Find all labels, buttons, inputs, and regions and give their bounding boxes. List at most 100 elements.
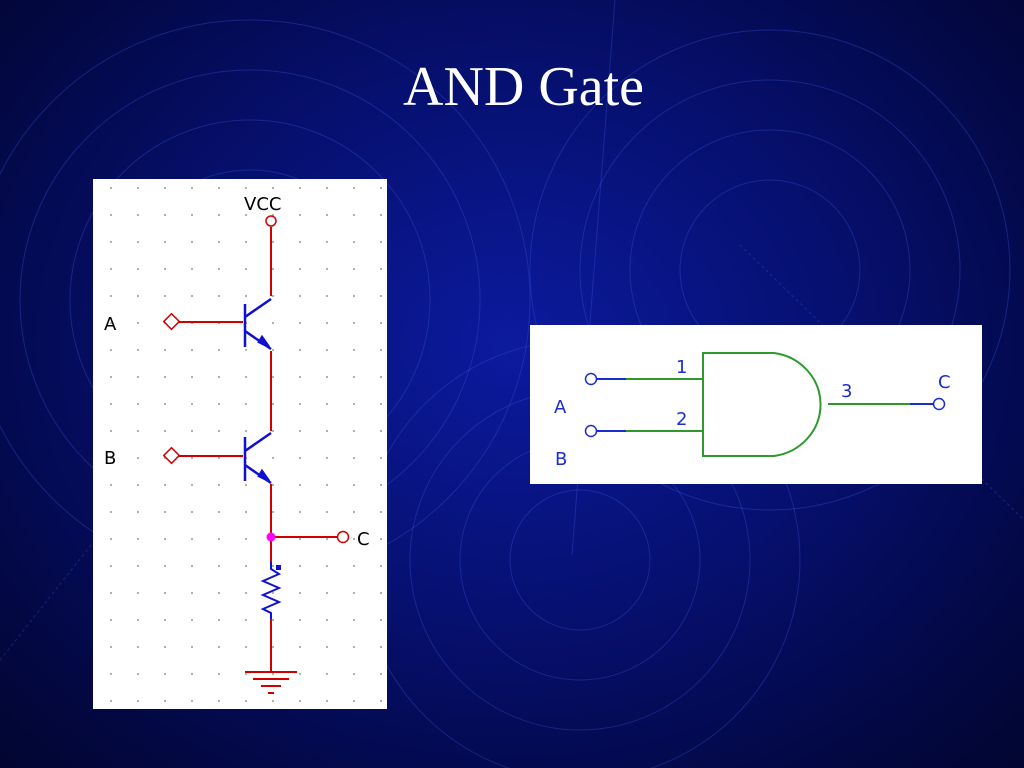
grid-dot — [218, 673, 220, 675]
grid-dot — [299, 484, 301, 486]
grid-dot — [326, 187, 328, 189]
gate-input-b-label: B — [555, 449, 567, 470]
grid-dot — [353, 241, 355, 243]
pin-1-label: 1 — [676, 357, 687, 378]
grid-dot — [326, 241, 328, 243]
grid-dot — [299, 700, 301, 702]
grid-dot — [191, 565, 193, 567]
transistor-q1 — [243, 297, 272, 351]
grid-dot — [164, 403, 166, 405]
grid-dot — [299, 592, 301, 594]
grid-dot — [137, 241, 139, 243]
grid-dot — [218, 430, 220, 432]
grid-dot — [326, 592, 328, 594]
grid-dot — [164, 214, 166, 216]
grid-dot — [137, 376, 139, 378]
pin-stubs — [596, 378, 934, 432]
grid-dot — [191, 349, 193, 351]
grid-dot — [326, 403, 328, 405]
grid-dot — [164, 592, 166, 594]
grid-dot — [353, 457, 355, 459]
grid-dot — [164, 349, 166, 351]
grid-dot — [164, 268, 166, 270]
transistor-q2 — [243, 431, 272, 485]
grid-dot — [164, 484, 166, 486]
grid-dot — [137, 403, 139, 405]
grid-dot — [326, 322, 328, 324]
grid-dot — [218, 592, 220, 594]
grid-dot — [326, 673, 328, 675]
grid-dot — [245, 619, 247, 621]
grid-dot — [380, 592, 382, 594]
grid-dot — [191, 538, 193, 540]
grid-dot — [164, 241, 166, 243]
grid-dot — [191, 484, 193, 486]
grid-dot — [326, 430, 328, 432]
grid-dot — [326, 538, 328, 540]
grid-dot — [110, 295, 112, 297]
gate-input-b-terminal — [584, 424, 598, 438]
grid-dot — [272, 619, 274, 621]
grid-dot — [299, 403, 301, 405]
grid-dot — [353, 187, 355, 189]
transistor-schematic-panel: VCC A B C — [93, 179, 387, 709]
grid-dot — [272, 511, 274, 513]
grid-dot — [218, 457, 220, 459]
grid-dot — [245, 430, 247, 432]
grid-dot — [191, 214, 193, 216]
grid-dot — [191, 646, 193, 648]
grid-dot — [164, 565, 166, 567]
grid-dot — [380, 673, 382, 675]
grid-dot — [299, 673, 301, 675]
grid-dot — [272, 592, 274, 594]
grid-dot — [110, 376, 112, 378]
grid-dot — [137, 457, 139, 459]
grid-dot — [353, 214, 355, 216]
grid-dot — [380, 376, 382, 378]
grid-dot — [380, 457, 382, 459]
grid-dot — [326, 214, 328, 216]
grid-dot — [137, 349, 139, 351]
grid-dot — [218, 646, 220, 648]
grid-dot — [191, 376, 193, 378]
grid-dot — [272, 484, 274, 486]
slide-title: AND Gate — [403, 56, 645, 118]
and-gate-body — [702, 352, 822, 457]
grid-dot — [137, 295, 139, 297]
grid-dot — [299, 430, 301, 432]
grid-dot — [299, 538, 301, 540]
input-b-terminal — [162, 446, 181, 465]
and-gate-symbol-panel: A B C 1 2 3 — [530, 325, 982, 484]
grid-dot — [191, 187, 193, 189]
grid-dot — [299, 322, 301, 324]
grid-dot — [110, 430, 112, 432]
grid-dot — [137, 214, 139, 216]
transistor-schematic: VCC A B C — [104, 187, 382, 702]
grid-dot — [272, 187, 274, 189]
and-gate-symbol: A B C 1 2 3 — [554, 352, 951, 470]
grid-dot — [272, 673, 274, 675]
grid-dot — [380, 430, 382, 432]
gate-input-a-label: A — [554, 397, 567, 418]
grid-dot — [299, 349, 301, 351]
input-a-label: A — [104, 314, 117, 335]
grid-dot — [137, 592, 139, 594]
grid-dot — [245, 700, 247, 702]
grid-dot — [110, 673, 112, 675]
grid-dot — [191, 403, 193, 405]
grid-dot — [353, 565, 355, 567]
grid-dot — [218, 187, 220, 189]
grid-dot — [272, 214, 274, 216]
grid-dot — [272, 430, 274, 432]
grid-dot — [245, 268, 247, 270]
grid-dot — [218, 511, 220, 513]
grid-dot — [326, 700, 328, 702]
grid-dot — [326, 511, 328, 513]
grid-dot — [218, 484, 220, 486]
grid-dot — [191, 700, 193, 702]
grid-dot — [191, 295, 193, 297]
grid-dot — [380, 295, 382, 297]
grid-dot — [110, 484, 112, 486]
grid-dot — [110, 349, 112, 351]
grid-dot — [272, 322, 274, 324]
